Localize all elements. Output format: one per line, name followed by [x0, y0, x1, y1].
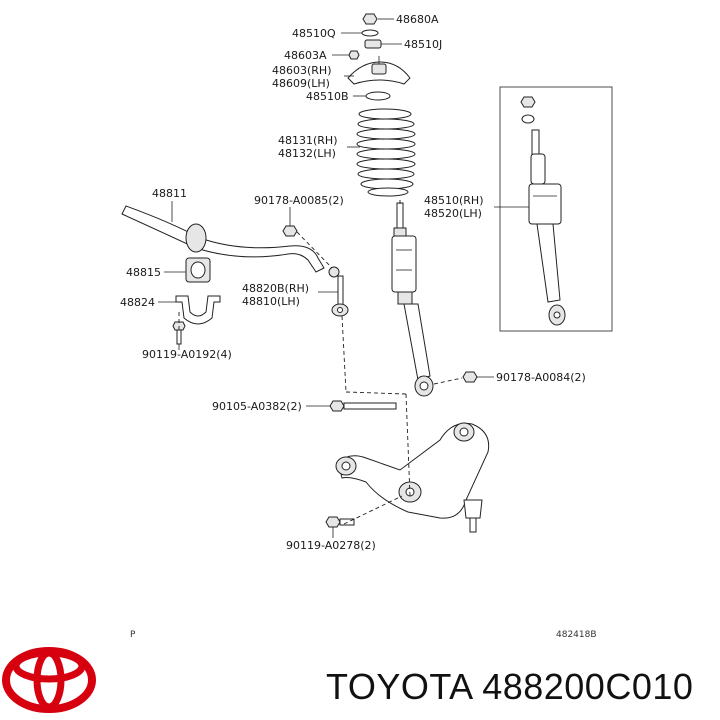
stabilizer-bar — [121, 205, 325, 273]
label-90178-A0084: 90178-A0084(2) — [496, 371, 586, 384]
nut-90178-A0085 — [282, 225, 298, 237]
label-48603RH: 48603(RH) — [272, 64, 332, 77]
label-48680A: 48680A — [396, 13, 439, 26]
label-48603A: 48603A — [284, 49, 327, 62]
bushing-48815 — [185, 257, 211, 283]
label-48510B: 48510B — [306, 90, 349, 103]
cushion-48510J — [364, 39, 382, 49]
top-mount-stack — [347, 13, 411, 101]
label-48824: 48824 — [120, 296, 155, 309]
bracket-48824 — [175, 295, 221, 325]
leader-lines — [158, 18, 529, 538]
nut-90178-A0084 — [462, 371, 478, 383]
diagram-code: 482418B — [556, 630, 597, 640]
stabilizer-link — [328, 266, 349, 317]
label-90105-A0382: 90105-A0382(2) — [212, 400, 302, 413]
lower-control-arm — [335, 422, 490, 533]
label-48810LH: 48810(LH) — [242, 295, 300, 308]
label-48132LH: 48132(LH) — [278, 147, 336, 160]
label-48820BRH: 48820B(RH) — [242, 282, 309, 295]
label-90119-A0278: 90119-A0278(2) — [286, 539, 376, 552]
brand-part-number: TOYOTA 488200C010 — [326, 666, 693, 707]
bolt-90119-A0192 — [172, 321, 186, 345]
shock-inset-box — [499, 86, 613, 332]
shock-absorber — [391, 202, 434, 397]
nut-48603A — [348, 50, 360, 60]
insulator-48510B — [365, 91, 391, 101]
p-mark: P — [130, 630, 136, 640]
label-90178-A0085: 90178-A0085(2) — [254, 194, 344, 207]
label-48811: 48811 — [152, 187, 187, 200]
label-48609LH: 48609(LH) — [272, 77, 330, 90]
label-48510RH: 48510(RH) — [424, 194, 484, 207]
bolt-90105-A0382 — [329, 400, 397, 412]
label-48815: 48815 — [126, 266, 161, 279]
toyota-logo-icon — [2, 647, 96, 713]
part-labels: 48680A 48510Q 48510J 48603A 48603(RH) 48… — [120, 13, 586, 552]
label-48510Q: 48510Q — [292, 27, 336, 40]
coil-spring — [356, 108, 416, 197]
label-48131RH: 48131(RH) — [278, 134, 338, 147]
label-48510J: 48510J — [404, 38, 442, 51]
label-48520LH: 48520(LH) — [424, 207, 482, 220]
washer-48510Q — [361, 29, 379, 37]
label-90119-A0192: 90119-A0192(4) — [142, 348, 232, 361]
bolt-90119-A0278 — [325, 516, 355, 528]
assembly-lines — [178, 200, 463, 525]
nut-48680A — [362, 13, 378, 25]
